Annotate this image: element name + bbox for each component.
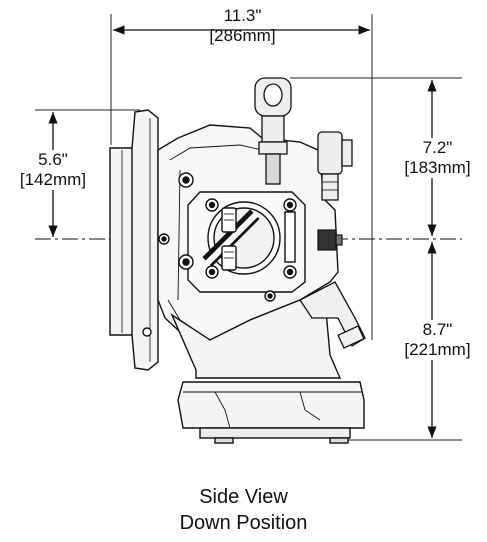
width-inches: 11.3" xyxy=(223,6,262,25)
bolt xyxy=(182,176,190,184)
side-fitting xyxy=(317,131,353,201)
bolt xyxy=(286,201,294,209)
extension-lines xyxy=(35,14,462,441)
width-dimension-label: 11.3" [286mm] xyxy=(195,6,290,46)
left-height-dimension-label: 5.6" [142mm] xyxy=(4,150,102,190)
left-height-mm: [142mm] xyxy=(19,170,87,189)
upper-right-dimension-label: 7.2" [183mm] xyxy=(390,138,485,178)
lower-right-dimension-label: 8.7" [221mm] xyxy=(390,320,485,360)
caption-line-2: Down Position xyxy=(179,512,308,534)
mounting-flange xyxy=(109,109,159,371)
left-height-inches: 5.6" xyxy=(38,150,68,169)
upper-right-mm: [183mm] xyxy=(404,158,471,177)
caption-line-1: Side View xyxy=(199,486,288,508)
discharge-tube xyxy=(299,281,366,349)
electrical-connector xyxy=(317,229,343,251)
upper-right-inches: 7.2" xyxy=(422,138,453,157)
lower-right-inches: 8.7" xyxy=(422,320,453,339)
width-mm: [286mm] xyxy=(209,26,276,45)
pump-base xyxy=(170,299,365,444)
bolt xyxy=(208,201,216,209)
bolts xyxy=(158,172,297,302)
top-fitting xyxy=(254,77,292,185)
bolt xyxy=(208,268,216,276)
lower-right-mm: [221mm] xyxy=(404,340,471,359)
bolt xyxy=(182,258,190,266)
pump-head xyxy=(187,191,306,293)
bolt xyxy=(267,293,273,299)
bolt xyxy=(161,236,167,242)
bolt xyxy=(286,268,294,276)
